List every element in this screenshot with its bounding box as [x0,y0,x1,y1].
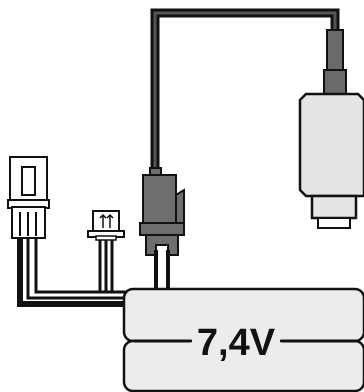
balance-lead-wires [17,236,128,307]
jst-connector-icon [87,210,125,241]
battery-pack: 7,4V [122,287,364,392]
motor-plug-icon [298,69,364,229]
battery-voltage-label: 7,4V [197,322,276,364]
balance-connector-icon [7,156,50,239]
main-power-cable [150,8,344,178]
jst-lead-wires [98,238,114,292]
power-connector-icon [139,167,185,292]
